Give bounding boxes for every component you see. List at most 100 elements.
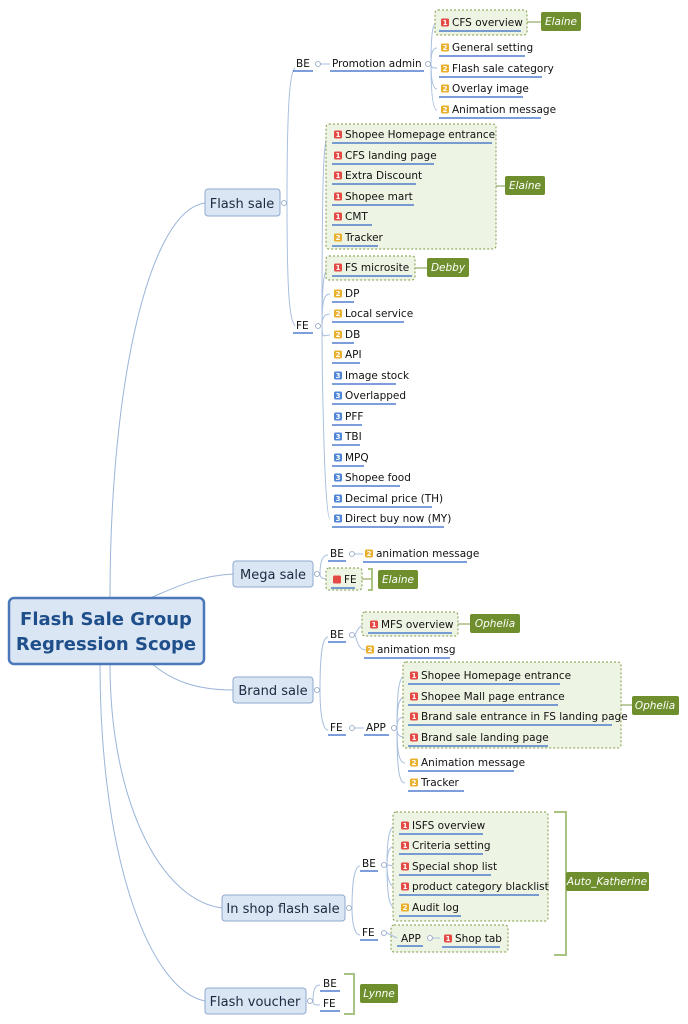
topic-item[interactable]: FE [331, 574, 357, 589]
owner-tag-debby[interactable]: Debby [427, 258, 469, 277]
owner-tag-ophelia-app[interactable]: Ophelia [632, 696, 679, 715]
flash-sale-fe-label[interactable]: FE [296, 320, 309, 332]
collapse-dot[interactable] [381, 862, 387, 868]
priority-2-icon [410, 778, 418, 787]
owner-tag-ophelia[interactable]: Ophelia [470, 614, 520, 633]
collapse-dot[interactable] [281, 200, 287, 206]
brand-sale-app-label[interactable]: APP [366, 722, 386, 734]
priority-1-icon [410, 733, 418, 742]
topic-flash-voucher[interactable]: Flash voucher [204, 987, 307, 1015]
brand-sale-be-label[interactable]: BE [330, 629, 344, 641]
owner-label: Lynne [363, 988, 394, 1000]
owner-tag-lynne[interactable]: Lynne [360, 984, 398, 1003]
mega-sale-be-label[interactable]: BE [330, 548, 344, 560]
group-box [325, 567, 363, 591]
root-node[interactable]: Flash Sale Group Regression Scope [7, 596, 206, 666]
priority-number: 1 [412, 734, 417, 742]
owner-tag-elaine-fe[interactable]: Elaine [505, 176, 545, 195]
collapse-dot[interactable] [315, 61, 321, 67]
priority-number: 1 [336, 193, 341, 201]
flash-sale-be-label[interactable]: BE [296, 58, 310, 70]
owner-tag-elaine[interactable]: Elaine [541, 12, 581, 31]
priority-2-icon [334, 350, 342, 359]
mega-sale-fe-item[interactable]: FE [331, 574, 357, 589]
priority-number: 2 [368, 646, 373, 654]
topic-in-shop-flash-sale[interactable]: In shop flash sale [221, 894, 346, 922]
topic-label: PFF [345, 411, 363, 423]
topic-mega-sale[interactable]: Mega sale [232, 560, 314, 588]
topic-label: Brand sale landing page [421, 732, 549, 744]
in-shop-fe-label[interactable]: FE [362, 927, 375, 939]
collapse-dot[interactable] [314, 687, 320, 693]
priority-3-icon [334, 453, 342, 462]
collapse-dot[interactable] [314, 571, 320, 577]
owner-tag-elaine-mega[interactable]: Elaine [378, 570, 418, 589]
collapse-dot[interactable] [391, 725, 397, 731]
collapse-dot[interactable] [349, 725, 355, 731]
collapse-dot[interactable] [427, 935, 433, 941]
flash-voucher-fe-label[interactable]: FE [323, 998, 336, 1010]
in-shop-app-label[interactable]: APP [401, 933, 421, 945]
priority-1-icon [410, 712, 418, 721]
topic-flash-sale[interactable]: Flash sale [204, 188, 281, 217]
owner-tag-auto-katherine[interactable]: Auto_Katherine [566, 872, 649, 891]
flash-voucher-be-label[interactable]: BE [323, 978, 337, 990]
priority-1-icon [410, 671, 418, 680]
priority-3-icon [334, 391, 342, 400]
collapse-dot[interactable] [349, 632, 355, 638]
priority-number: 3 [336, 433, 341, 441]
brand-sale-fe-label[interactable]: FE [330, 722, 343, 734]
collapse-dot[interactable] [381, 930, 387, 936]
collapse-dot[interactable] [425, 61, 431, 67]
collapse-dot[interactable] [346, 905, 352, 911]
in-shop-be-label[interactable]: BE [362, 858, 376, 870]
collapse-dot[interactable] [349, 551, 355, 557]
topic-label: Shopee Mall page entrance [421, 691, 565, 703]
priority-2-icon [334, 289, 342, 298]
promotion-admin-label[interactable]: Promotion admin [332, 58, 422, 70]
collapse-dot[interactable] [315, 323, 321, 329]
topic-brand-sale[interactable]: Brand sale [232, 676, 314, 704]
collapse-dot[interactable] [307, 998, 313, 1004]
topic-item[interactable]: 1 Brand sale landing page [408, 732, 549, 747]
priority-number: 2 [336, 310, 341, 318]
